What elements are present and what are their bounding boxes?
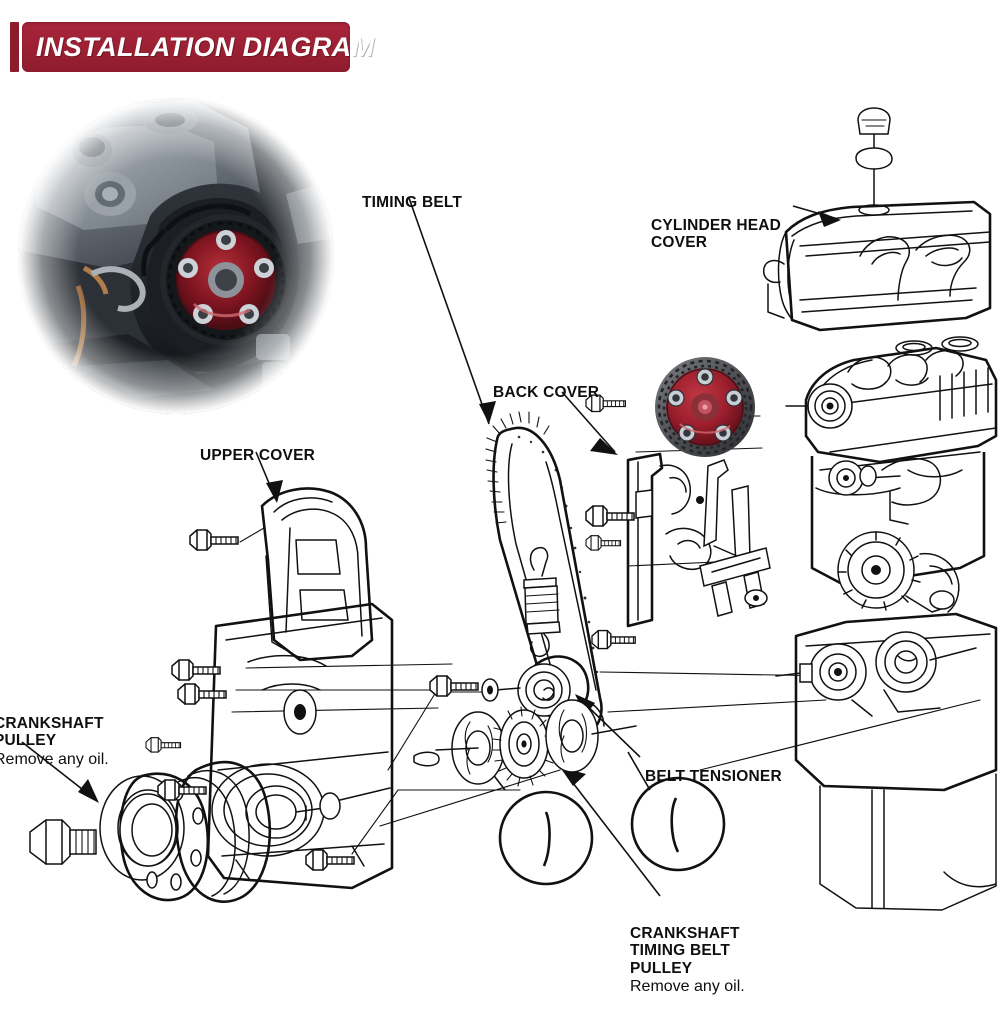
label-upper-cover: UPPER COVER [200,429,315,464]
label-crankshaft-pulley: CRANKSHAFT PULLEY Remove any oil. [0,697,109,786]
label-upper-cover-text: UPPER COVER [200,446,316,464]
label-timing-belt-text: TIMING BELT [362,193,463,211]
bolt [189,529,239,551]
label-crankshaft-timing-belt-pulley-text: CRANKSHAFT TIMING BELT PULLEY [630,924,740,977]
crankshaft-pulley [29,760,272,903]
mounting-bolts [145,394,636,871]
page-title: INSTALLATION DIAGRAM [36,32,375,62]
belt-tensioner [429,655,605,749]
label-crankshaft-pulley-text: CRANKSHAFT PULLEY [0,714,104,750]
crankshaft-timing-belt-pulley [413,699,637,787]
label-crankshaft-pulley-note: Remove any oil. [0,750,109,768]
label-crankshaft-timing-belt-pulley: CRANKSHAFT TIMING BELT PULLEY Remove any… [630,907,745,1013]
banner-accent-bar [10,22,19,72]
label-belt-tensioner-text: BELT TENSIONER [645,767,782,785]
timing-belt [485,411,603,738]
banner-plate [22,22,350,72]
label-belt-tensioner: BELT TENSIONER [645,750,782,785]
cylinder-head-cover [762,107,992,356]
detail-callout-circles [498,776,726,886]
crankshaft-bolt [29,819,97,865]
back-cover [626,452,771,628]
label-cylinder-head-cover-text: CYLINDER HEAD COVER [651,216,782,252]
engine-bay-photo [18,98,334,414]
header-banner: INSTALLATION DIAGRAM [0,0,1000,90]
timing-cover-face [206,602,394,890]
bolt [429,675,479,697]
label-back-cover: BACK COVER [493,366,599,401]
label-cylinder-head-cover: CYLINDER HEAD COVER [651,199,781,252]
washer [481,678,499,702]
camshaft-timing-belt-pulley [655,357,755,457]
label-back-cover-text: BACK COVER [493,383,600,401]
tensioner-spring [523,546,561,658]
upper-cover [189,487,374,662]
engine-bay-photo-image [18,98,334,414]
engine-bay-photo-disc [18,98,334,414]
engine-block [775,346,998,911]
label-timing-belt: TIMING BELT [362,176,462,211]
label-crankshaft-timing-belt-pulley-note: Remove any oil. [630,978,745,995]
